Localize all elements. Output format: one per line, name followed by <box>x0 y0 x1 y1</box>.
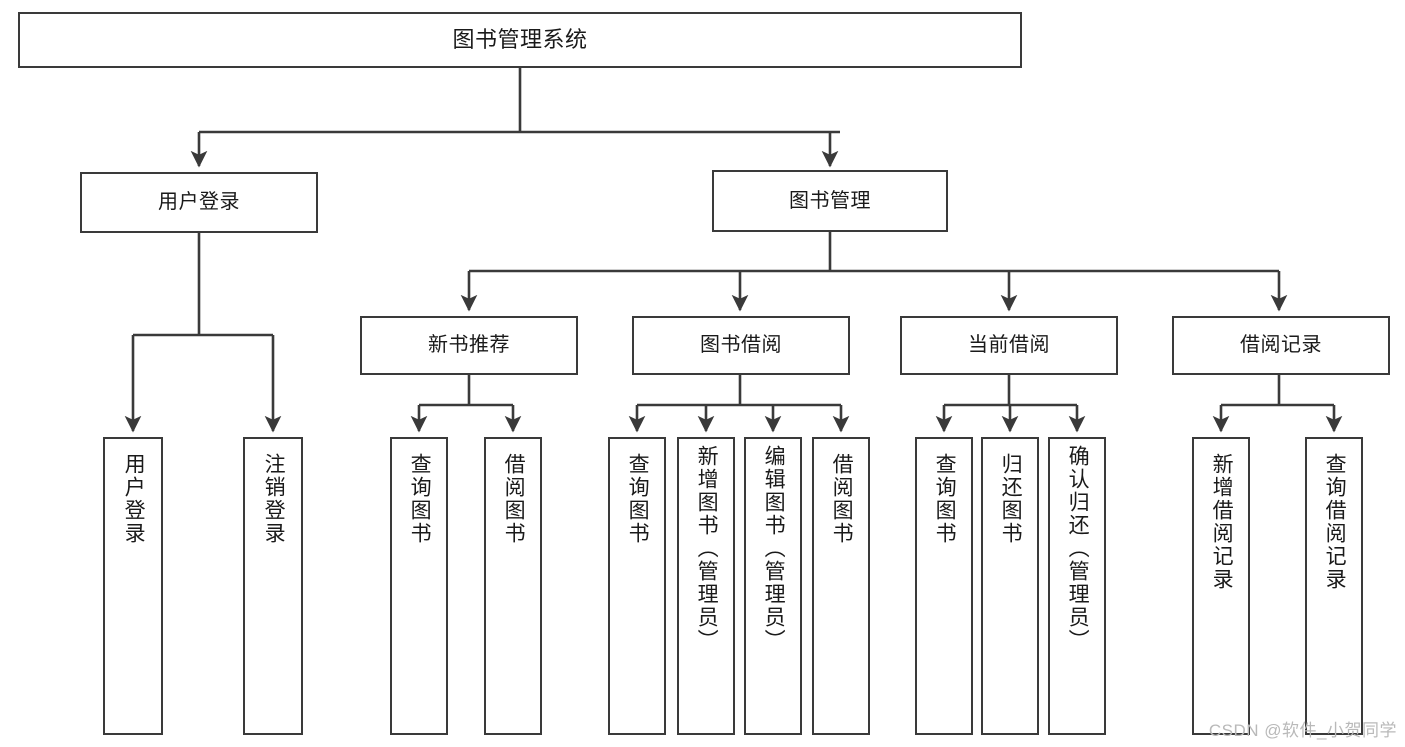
node-leaf-add-book-label: 新增图书（管理员） <box>695 445 719 652</box>
node-leaf-query-book-1-label: 查询图书 <box>408 453 432 545</box>
node-leaf-user-login-label: 用户登录 <box>122 453 146 545</box>
node-leaf-add-record[interactable]: 新增借阅记录 <box>1192 437 1250 735</box>
node-leaf-add-book[interactable]: 新增图书（管理员） <box>677 437 735 735</box>
node-leaf-query-book-3[interactable]: 查询图书 <box>915 437 973 735</box>
node-book-borrow-label: 图书借阅 <box>700 334 782 357</box>
node-leaf-user-login[interactable]: 用户登录 <box>103 437 163 735</box>
node-leaf-query-record[interactable]: 查询借阅记录 <box>1305 437 1363 735</box>
node-leaf-edit-book-label: 编辑图书（管理员） <box>762 445 786 652</box>
node-book-manage-label: 图书管理 <box>789 189 871 212</box>
node-leaf-query-record-label: 查询借阅记录 <box>1323 453 1347 591</box>
node-leaf-query-book-3-label: 查询图书 <box>933 453 957 545</box>
node-leaf-confirm-return-label: 确认归还（管理员） <box>1066 445 1090 652</box>
node-leaf-borrow-book-1[interactable]: 借阅图书 <box>484 437 542 735</box>
node-new-book-recommend-label: 新书推荐 <box>428 334 510 357</box>
node-leaf-borrow-book-2-label: 借阅图书 <box>830 453 854 545</box>
node-leaf-user-logout[interactable]: 注销登录 <box>243 437 303 735</box>
node-leaf-query-book-2[interactable]: 查询图书 <box>608 437 666 735</box>
node-leaf-return-book[interactable]: 归还图书 <box>981 437 1039 735</box>
node-user-login[interactable]: 用户登录 <box>80 172 318 233</box>
node-leaf-borrow-book-2[interactable]: 借阅图书 <box>812 437 870 735</box>
node-root-label: 图书管理系统 <box>452 26 588 52</box>
node-leaf-return-book-label: 归还图书 <box>999 453 1023 545</box>
node-user-login-label: 用户登录 <box>158 191 240 214</box>
node-current-borrow[interactable]: 当前借阅 <box>900 316 1118 375</box>
csdn-watermark: CSDN @软件_小贺同学 <box>1208 721 1397 740</box>
node-new-book-recommend[interactable]: 新书推荐 <box>360 316 578 375</box>
node-leaf-confirm-return[interactable]: 确认归还（管理员） <box>1048 437 1106 735</box>
node-leaf-edit-book[interactable]: 编辑图书（管理员） <box>744 437 802 735</box>
node-leaf-query-book-1[interactable]: 查询图书 <box>390 437 448 735</box>
node-root[interactable]: 图书管理系统 <box>18 12 1022 68</box>
node-leaf-user-logout-label: 注销登录 <box>262 453 286 545</box>
node-borrow-record[interactable]: 借阅记录 <box>1172 316 1390 375</box>
node-leaf-borrow-book-1-label: 借阅图书 <box>502 453 526 545</box>
node-current-borrow-label: 当前借阅 <box>968 334 1050 357</box>
node-book-borrow[interactable]: 图书借阅 <box>632 316 850 375</box>
node-leaf-add-record-label: 新增借阅记录 <box>1210 453 1234 591</box>
node-borrow-record-label: 借阅记录 <box>1240 334 1322 357</box>
node-leaf-query-book-2-label: 查询图书 <box>626 453 650 545</box>
node-book-manage[interactable]: 图书管理 <box>712 170 948 232</box>
